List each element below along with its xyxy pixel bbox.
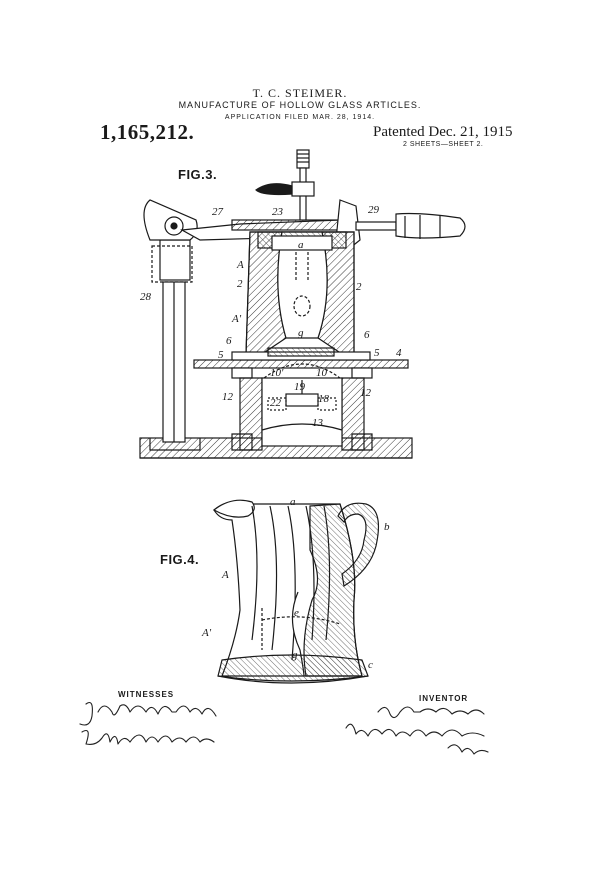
inventor-label: INVENTOR <box>419 694 469 703</box>
ref-6-right: 6 <box>364 329 370 341</box>
ref-A-prime-fig4: A' <box>201 627 212 639</box>
patent-number: 1,165,212. <box>100 120 195 144</box>
ref-a: a <box>298 239 304 251</box>
fig4-reference-numerals: a b A A' e g c <box>201 496 390 671</box>
patented-date: Patented Dec. 21, 1915 <box>373 124 513 140</box>
ref-b: b <box>384 521 390 533</box>
ref-6-left: 6 <box>226 335 232 347</box>
ref-18: 18 <box>318 393 330 405</box>
ref-29: 29 <box>368 204 380 216</box>
ref-a-fig4: a <box>290 496 296 508</box>
ref-23: 23 <box>272 206 284 218</box>
application-filed-date: APPLICATION FILED MAR. 28, 1914. <box>224 114 376 121</box>
sheet-indicator: 2 SHEETS—SHEET 2. <box>403 141 484 148</box>
ref-g: g <box>298 327 304 339</box>
witness-signature-2 <box>81 729 215 745</box>
fig3-label: FIG.3. <box>178 167 218 182</box>
attorney-signature <box>345 723 489 755</box>
ref-4: 4 <box>396 347 402 359</box>
fig3-reference-numerals: 27 23 29 a A 2 2 28 A' g 6 6 5 5 4 10' 1… <box>140 204 402 429</box>
ref-e: e <box>294 607 299 619</box>
ref-13: 13 <box>312 417 324 429</box>
inventor-name-header: T. C. STEIMER. <box>252 86 348 100</box>
ref-22: 22 <box>270 397 282 409</box>
ref-A: A <box>236 259 244 271</box>
ref-g-fig4: g <box>292 649 298 661</box>
fig4-label: FIG.4. <box>160 552 200 567</box>
ref-10-prime: 10' <box>270 367 284 379</box>
ref-28: 28 <box>140 291 152 303</box>
ref-A-fig4: A <box>221 569 229 581</box>
ref-12-left: 12 <box>222 391 234 403</box>
witness-signature-1 <box>79 701 217 726</box>
patent-title: MANUFACTURE OF HOLLOW GLASS ARTICLES. <box>178 100 422 110</box>
ref-A-prime: A' <box>231 313 242 325</box>
ref-2-right: 2 <box>356 281 362 293</box>
witnesses-label: WITNESSES <box>118 690 175 699</box>
ref-19: 19 <box>294 381 306 393</box>
ref-12-right: 12 <box>360 387 372 399</box>
fig4-pitcher <box>212 499 379 684</box>
ref-27: 27 <box>212 206 224 218</box>
ref-10: 10 <box>316 367 328 379</box>
ref-5-right: 5 <box>374 347 380 359</box>
inventor-signature <box>377 706 485 719</box>
ref-2-left: 2 <box>237 278 243 290</box>
fig3-machine <box>139 149 466 459</box>
ref-5-left: 5 <box>218 349 224 361</box>
ref-c: c <box>368 659 373 671</box>
